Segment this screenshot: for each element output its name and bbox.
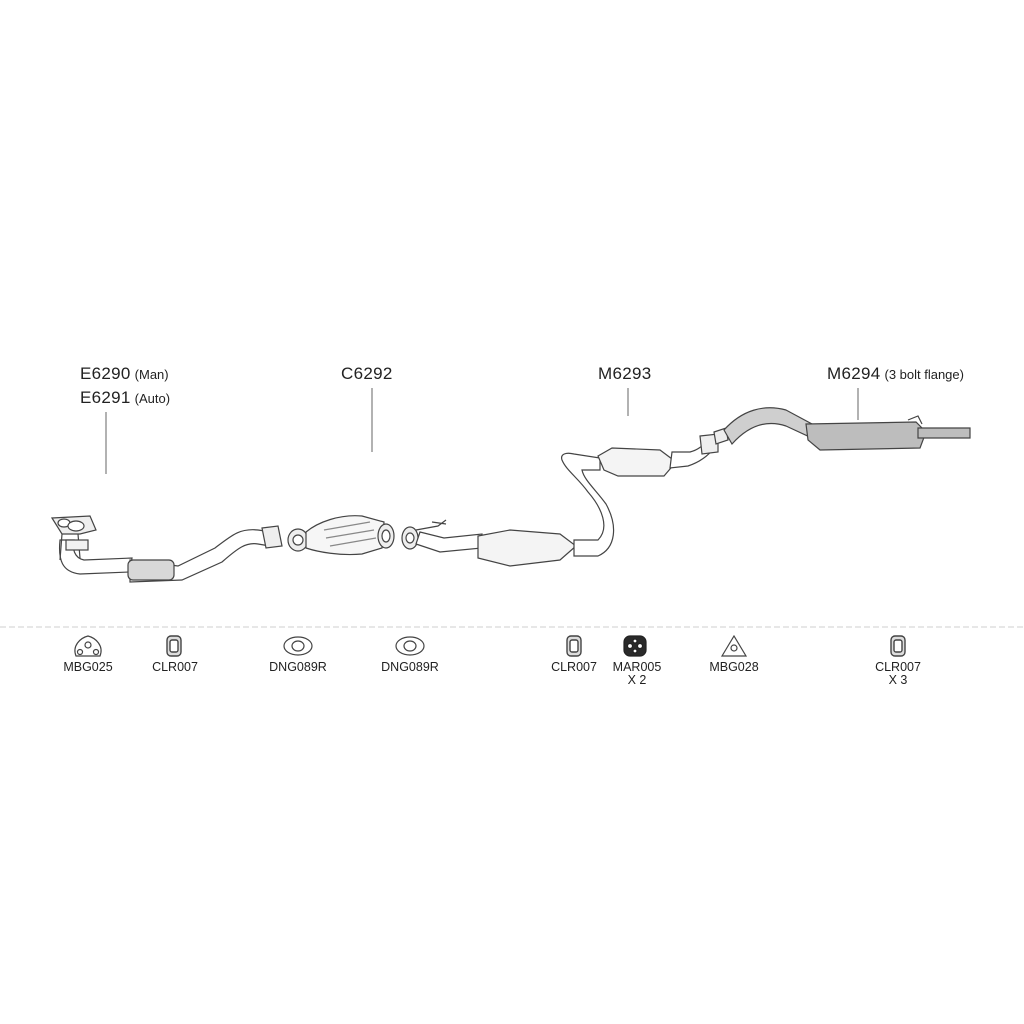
oval-gasket-icon — [395, 636, 425, 656]
part-label-c6292: C6292 — [341, 364, 393, 384]
fitting-label: DNG089R — [253, 661, 343, 674]
rear-box-drawing — [713, 407, 971, 451]
part-code: M6294 — [827, 364, 881, 383]
part-code: E6290 — [80, 364, 131, 383]
flexi-joint — [127, 559, 175, 581]
part-note: (Auto) — [134, 391, 171, 406]
fitting-qty: X 3 — [888, 673, 908, 687]
fitting-label: DNG089R — [365, 661, 455, 674]
fitting-code: MBG025 — [63, 660, 113, 674]
rubber-mount-icon — [623, 635, 647, 657]
part-note: (Man) — [134, 367, 169, 382]
part-label-e6291: E6291(Auto) — [80, 388, 170, 408]
fitting-code: MBG028 — [709, 660, 759, 674]
fitting-qty: X 2 — [627, 673, 647, 687]
centre-section-drawing — [401, 433, 719, 567]
fitting-label: MBG028 — [689, 661, 779, 674]
catalyst-drawing — [287, 515, 395, 556]
leader-lines — [105, 388, 859, 474]
fitting-code: MAR005 — [612, 660, 662, 674]
fitting-label: CLR007 — [529, 661, 619, 674]
part-code: C6292 — [341, 364, 393, 383]
fitting-code: CLR007 — [152, 660, 198, 674]
fitting-code: DNG089R — [269, 660, 327, 674]
front-pipe-drawing — [50, 515, 283, 583]
clamp-icon — [166, 635, 182, 657]
fitting-code: CLR007 — [875, 660, 921, 674]
clamp-icon — [890, 635, 906, 657]
fitting-label: MBG025 — [43, 661, 133, 674]
part-code: M6293 — [598, 364, 652, 383]
part-code: E6291 — [80, 388, 131, 407]
clamp-icon — [566, 635, 582, 657]
triangle-gasket-icon — [720, 634, 748, 657]
part-label-e6290: E6290(Man) — [80, 364, 169, 384]
part-note: (3 bolt flange) — [884, 367, 964, 382]
part-label-m6294: M6294(3 bolt flange) — [827, 364, 964, 384]
part-label-m6293: M6293 — [598, 364, 651, 384]
fitting-code: DNG089R — [381, 660, 439, 674]
fitting-label: CLR007 — [130, 661, 220, 674]
fitting-code: CLR007 — [551, 660, 597, 674]
triangle-gasket-icon — [74, 635, 102, 657]
oval-gasket-icon — [283, 636, 313, 656]
